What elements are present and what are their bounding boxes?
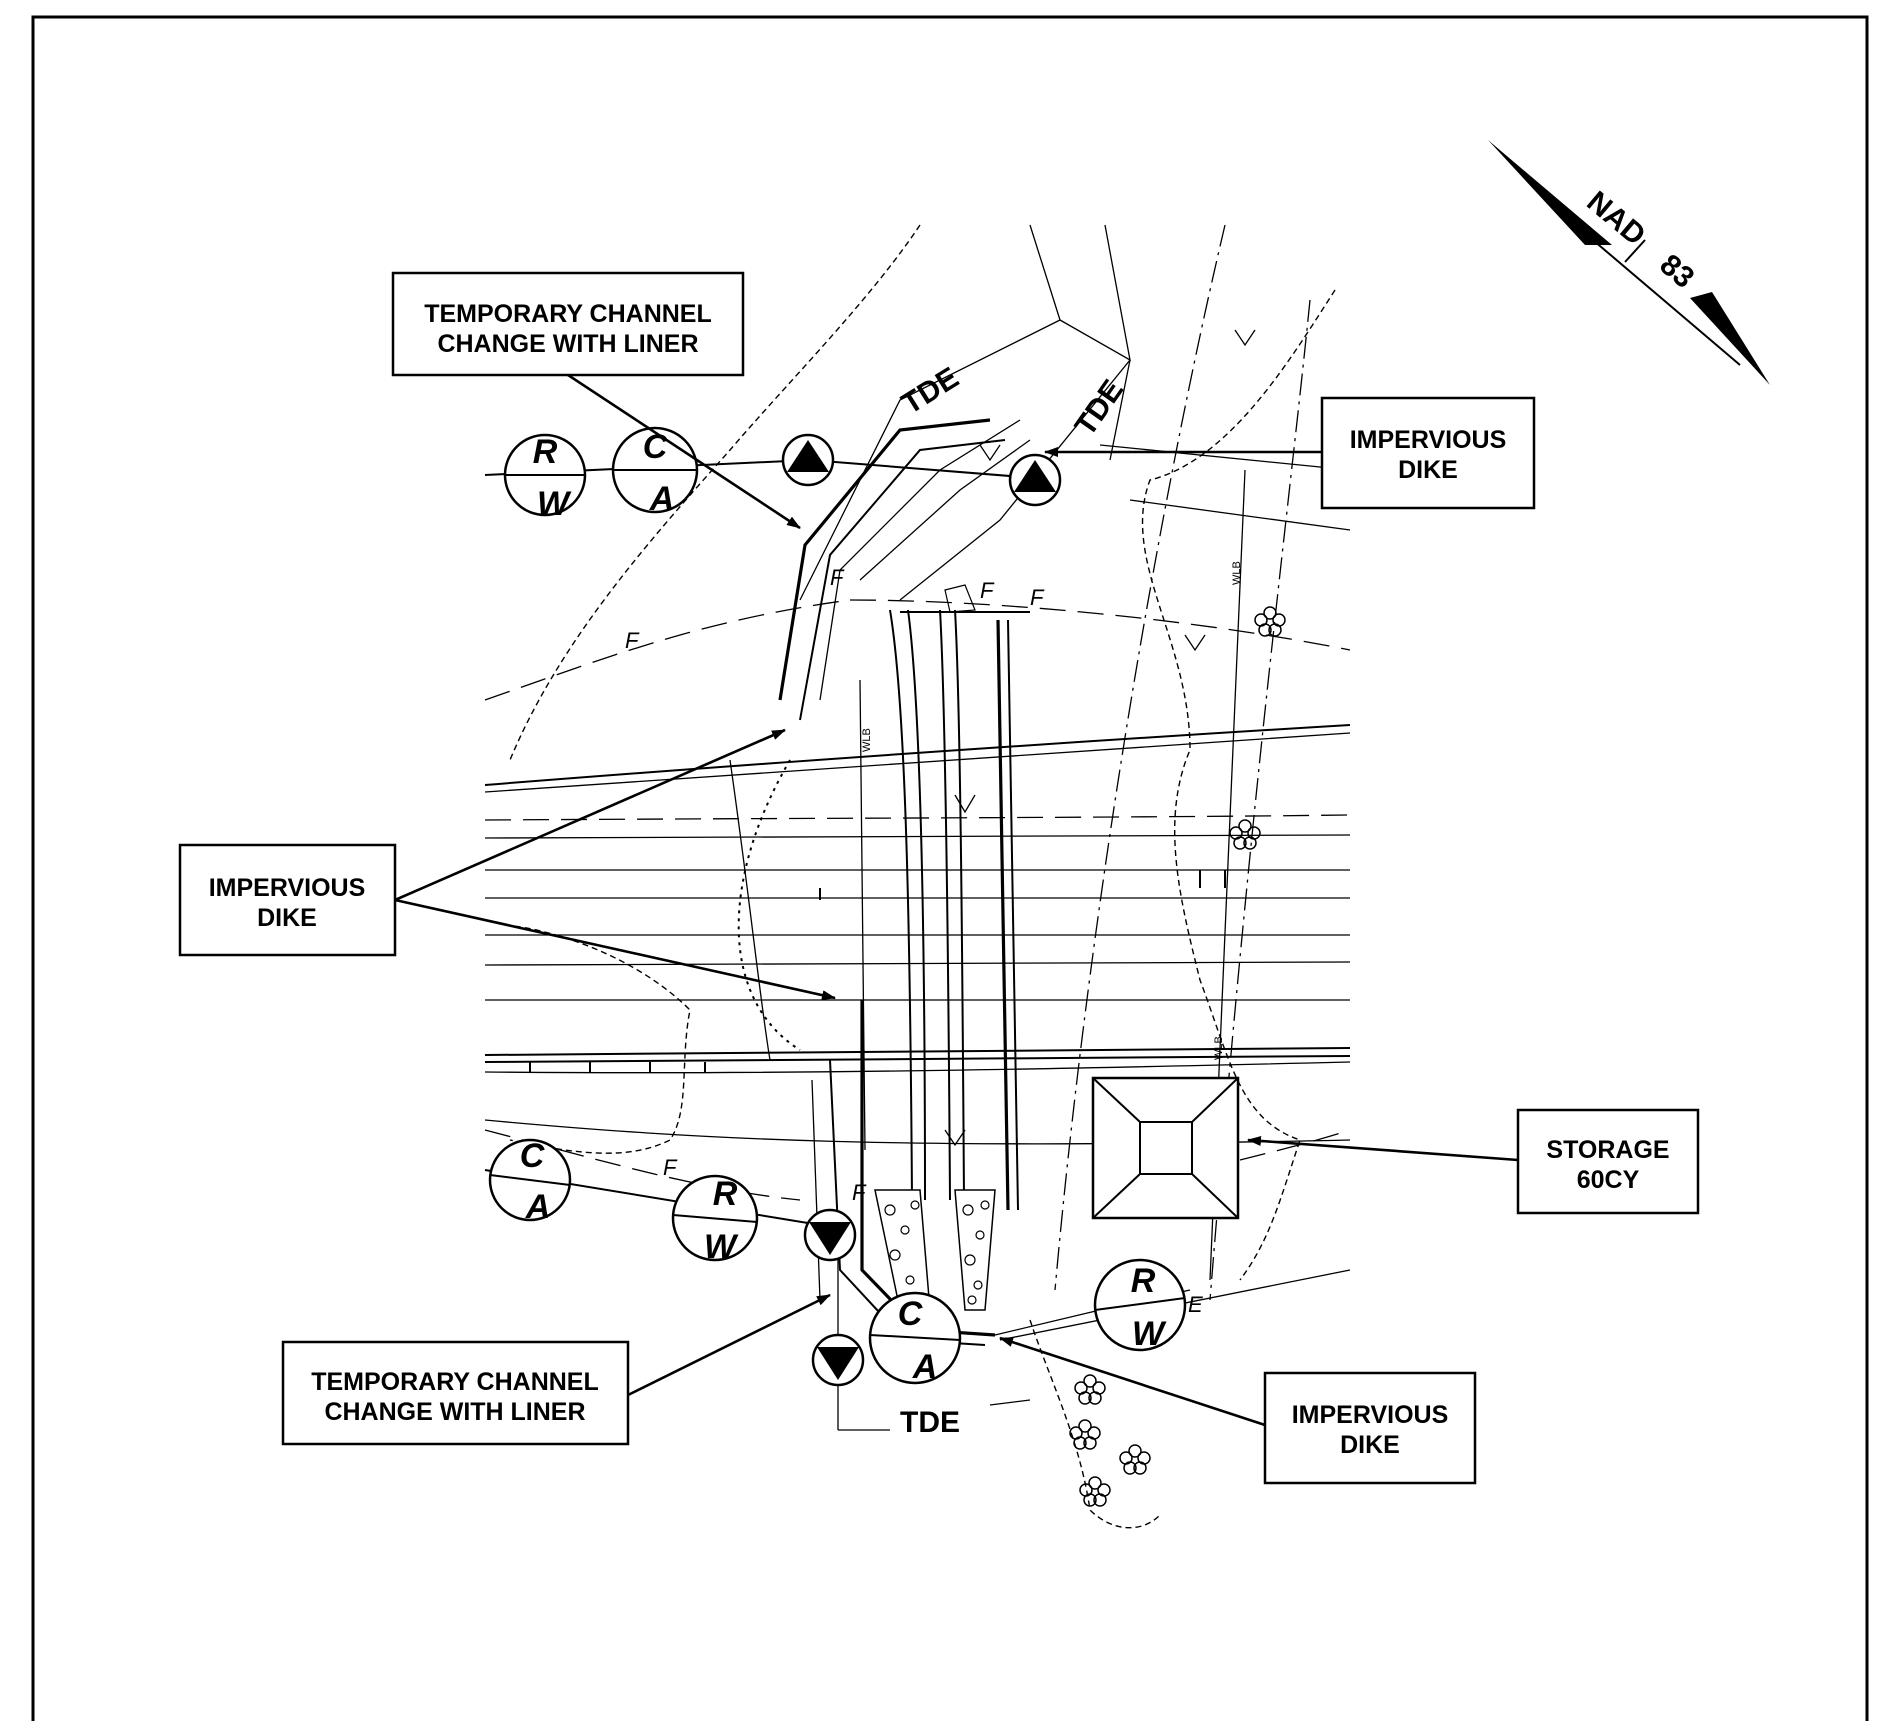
north-arrow: NAD 83 bbox=[1488, 140, 1770, 385]
circle-rw-1: R W bbox=[503, 433, 587, 523]
flood-mark-2: F bbox=[830, 565, 845, 590]
circle-ca-1: C A bbox=[611, 426, 699, 518]
svg-text:IMPERVIOUS: IMPERVIOUS bbox=[1292, 1401, 1449, 1429]
svg-text:R: R bbox=[1131, 1262, 1156, 1300]
svg-text:DIKE: DIKE bbox=[257, 904, 317, 932]
tde-label-1: TDE bbox=[896, 361, 964, 421]
e-mark: E bbox=[1188, 1292, 1203, 1317]
tde-label-3: TDE bbox=[900, 1406, 960, 1439]
flood-mark-5: F bbox=[663, 1155, 678, 1180]
svg-text:IMPERVIOUS: IMPERVIOUS bbox=[1350, 426, 1507, 454]
triangle-up-icon bbox=[787, 440, 829, 472]
svg-text:DIKE: DIKE bbox=[1340, 1431, 1400, 1459]
north-arrow-tail-icon bbox=[1690, 292, 1770, 385]
svg-text:TEMPORARY CHANNEL: TEMPORARY CHANNEL bbox=[311, 1368, 599, 1396]
flow-arrows bbox=[944, 329, 1256, 1147]
flood-mark-6: F bbox=[852, 1180, 867, 1205]
svg-text:A: A bbox=[525, 1188, 551, 1226]
svg-text:W: W bbox=[704, 1228, 739, 1266]
flood-mark-1: F bbox=[625, 628, 640, 653]
triangle-down-icon bbox=[817, 1347, 859, 1380]
svg-text:C: C bbox=[520, 1137, 545, 1175]
svg-text:W: W bbox=[1132, 1315, 1167, 1353]
circle-ca-2: C A bbox=[488, 1137, 572, 1226]
svg-text:R: R bbox=[713, 1175, 738, 1213]
riprap-right bbox=[954, 1189, 996, 1311]
svg-text:W: W bbox=[537, 485, 572, 523]
circle-rw-2: R W bbox=[671, 1174, 759, 1266]
flood-mark-3: F bbox=[980, 578, 995, 603]
callout-channel-bottom: TEMPORARY CHANNEL CHANGE WITH LINER bbox=[281, 1340, 630, 1446]
triangle-up-icon bbox=[1014, 460, 1056, 492]
callout-dike-top-right: IMPERVIOUS DIKE bbox=[1320, 396, 1536, 510]
svg-text:CHANGE WITH LINER: CHANGE WITH LINER bbox=[437, 330, 698, 358]
svg-text:A: A bbox=[649, 480, 675, 518]
wlb-mark-2: WLB bbox=[1231, 561, 1243, 585]
svg-text:IMPERVIOUS: IMPERVIOUS bbox=[209, 874, 366, 902]
leader-lines bbox=[394, 373, 1519, 1427]
north-arrow-head-icon bbox=[1488, 140, 1612, 245]
svg-text:A: A bbox=[912, 1348, 938, 1386]
callout-dike-left: IMPERVIOUS DIKE bbox=[178, 843, 397, 957]
nad-number: 83 bbox=[1654, 248, 1701, 295]
circle-ca-3: C A bbox=[868, 1291, 962, 1386]
callout-storage: STORAGE 60CY bbox=[1516, 1108, 1700, 1215]
tree-lines bbox=[504, 224, 1336, 1529]
tree-symbols bbox=[1069, 606, 1286, 1507]
svg-text:R: R bbox=[533, 433, 558, 471]
control-markers bbox=[781, 433, 1062, 1387]
circle-rw-3: R W bbox=[1093, 1258, 1187, 1353]
triangle-down-icon bbox=[809, 1222, 851, 1255]
svg-text:C: C bbox=[643, 428, 668, 466]
svg-text:CHANGE WITH LINER: CHANGE WITH LINER bbox=[324, 1398, 585, 1426]
callout-channel-top: TEMPORARY CHANNEL CHANGE WITH LINER bbox=[391, 271, 745, 377]
sheet-border bbox=[31, 15, 1869, 1721]
wlb-mark-1: WLB bbox=[861, 728, 873, 752]
svg-text:60CY: 60CY bbox=[1577, 1166, 1640, 1194]
svg-text:TEMPORARY CHANNEL: TEMPORARY CHANNEL bbox=[424, 300, 712, 328]
svg-text:STORAGE: STORAGE bbox=[1546, 1136, 1669, 1164]
svg-text:DIKE: DIKE bbox=[1398, 456, 1458, 484]
wlb-mark-3: WLB bbox=[1213, 1036, 1225, 1060]
svg-text:C: C bbox=[898, 1295, 923, 1333]
flood-mark-4: F bbox=[1030, 585, 1045, 610]
callout-dike-bottom-right: IMPERVIOUS DIKE bbox=[1263, 1371, 1477, 1485]
storage-pile bbox=[1091, 1076, 1240, 1220]
